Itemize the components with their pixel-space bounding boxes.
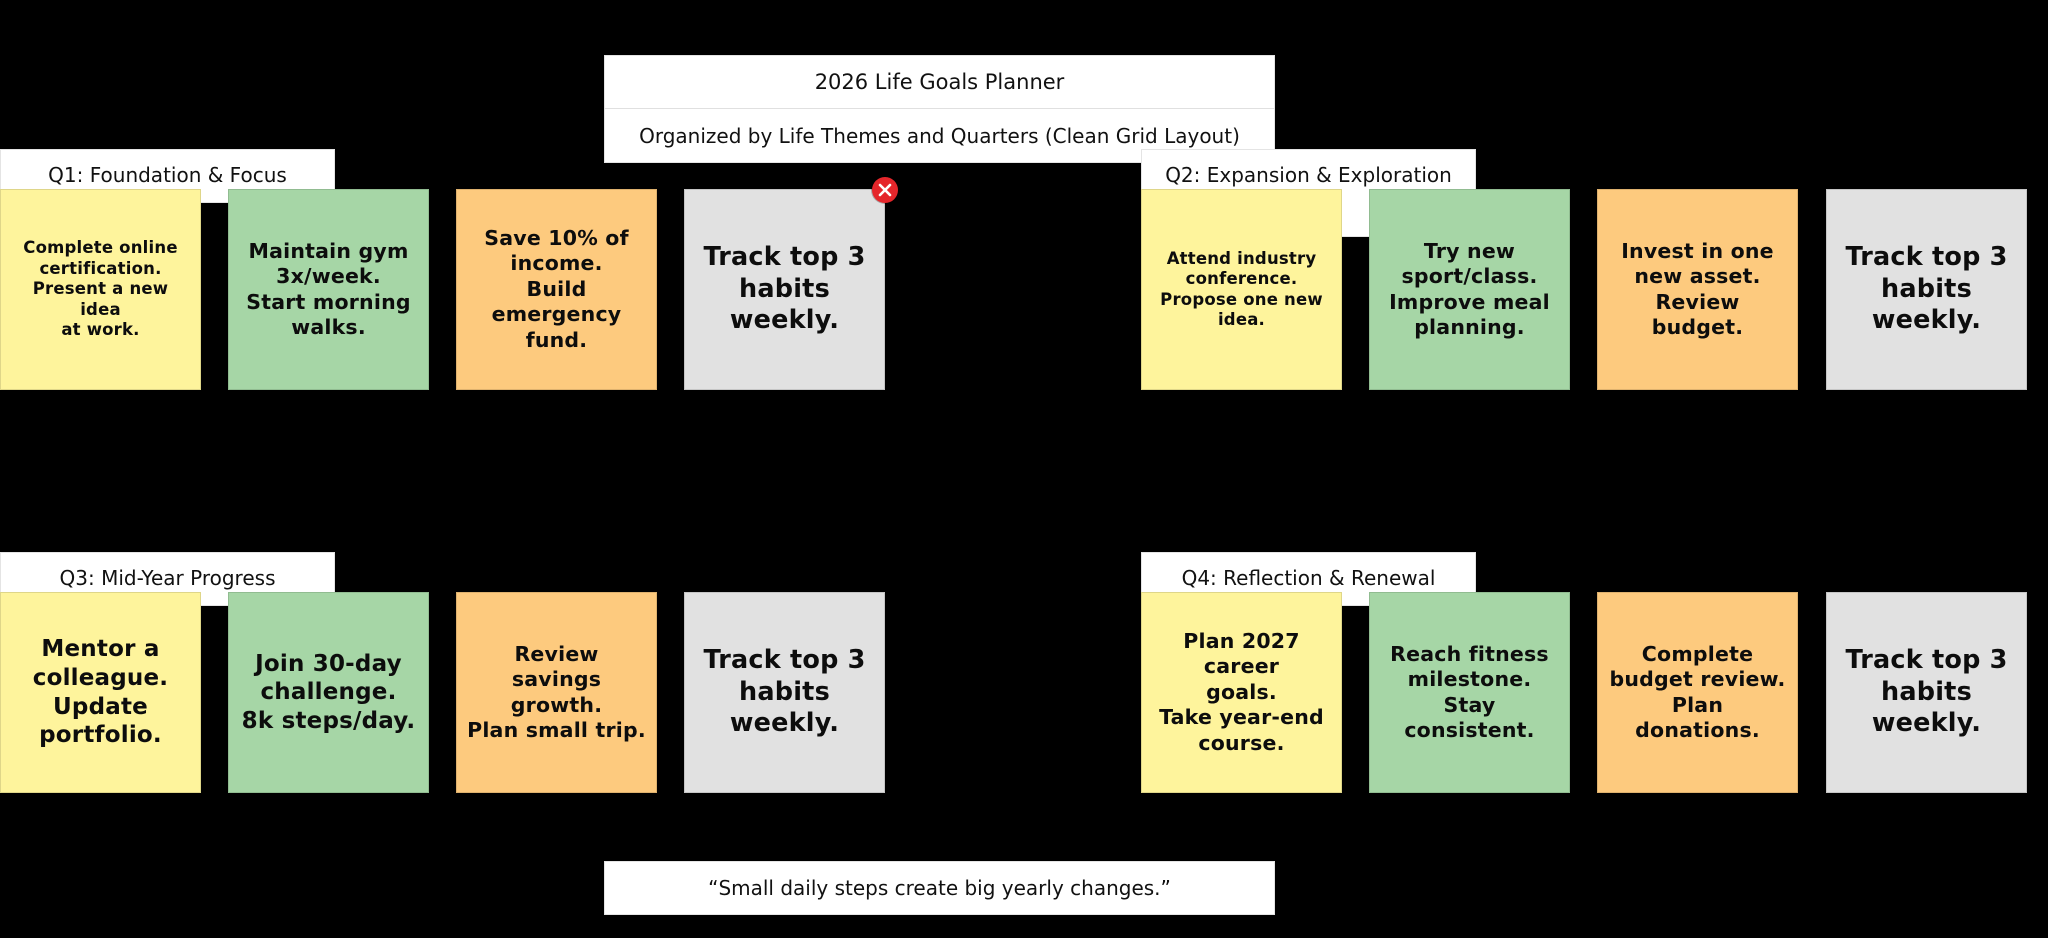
- sticky-note-text: Maintain gym 3x/week. Start morning walk…: [246, 238, 411, 339]
- board-title: 2026 Life Goals Planner: [604, 55, 1275, 109]
- sticky-note-text: Reach fitness milestone. Stay consistent…: [1390, 641, 1549, 742]
- sticky-note[interactable]: Track top 3 habits weekly.: [1826, 189, 2027, 390]
- board-subtitle: Organized by Life Themes and Quarters (C…: [604, 109, 1275, 163]
- close-icon-glyph: [878, 183, 892, 197]
- sticky-note-text: Mentor a colleague. Update portfolio.: [32, 636, 169, 749]
- sticky-note-text: Complete online certification. Present a…: [23, 238, 178, 340]
- sticky-note[interactable]: Track top 3 habits weekly.: [684, 592, 885, 793]
- sticky-note[interactable]: Join 30-day challenge. 8k steps/day.: [228, 592, 429, 793]
- sticky-note-text: Complete budget review. Plan donations.: [1609, 641, 1786, 742]
- sticky-note-text: Try new sport/class. Improve meal planni…: [1389, 238, 1550, 339]
- sticky-note-text: Invest in one new asset. Review budget.: [1621, 238, 1774, 339]
- sticky-note[interactable]: Save 10% of income. Build emergency fund…: [456, 189, 657, 390]
- sticky-note-text: Review savings growth. Plan small trip.: [467, 641, 646, 742]
- sticky-note[interactable]: Attend industry conference. Propose one …: [1141, 189, 1342, 390]
- sticky-note[interactable]: Invest in one new asset. Review budget.: [1597, 189, 1798, 390]
- sticky-note[interactable]: Complete budget review. Plan donations.: [1597, 592, 1798, 793]
- sticky-note[interactable]: Reach fitness milestone. Stay consistent…: [1369, 592, 1570, 793]
- sticky-note[interactable]: Plan 2027 career goals. Take year-end co…: [1141, 592, 1342, 793]
- sticky-note[interactable]: Track top 3 habits weekly.: [1826, 592, 2027, 793]
- sticky-note-text: Plan 2027 career goals. Take year-end co…: [1159, 628, 1324, 755]
- sticky-note[interactable]: Review savings growth. Plan small trip.: [456, 592, 657, 793]
- sticky-note[interactable]: Track top 3 habits weekly.: [684, 189, 885, 390]
- close-icon[interactable]: [872, 177, 898, 203]
- sticky-note[interactable]: Mentor a colleague. Update portfolio.: [0, 592, 201, 793]
- sticky-note[interactable]: Try new sport/class. Improve meal planni…: [1369, 189, 1570, 390]
- sticky-note-text: Save 10% of income. Build emergency fund…: [484, 225, 629, 352]
- sticky-note-text: Join 30-day challenge. 8k steps/day.: [241, 650, 416, 734]
- sticky-note-text: Attend industry conference. Propose one …: [1160, 248, 1323, 329]
- sticky-note[interactable]: Maintain gym 3x/week. Start morning walk…: [228, 189, 429, 390]
- sticky-note-text: Track top 3 habits weekly.: [703, 242, 866, 336]
- sticky-note-text: Track top 3 habits weekly.: [1845, 242, 2008, 336]
- sticky-note[interactable]: Complete online certification. Present a…: [0, 189, 201, 390]
- sticky-note-text: Track top 3 habits weekly.: [1845, 645, 2008, 739]
- sticky-note-text: Track top 3 habits weekly.: [703, 645, 866, 739]
- footer-quote: “Small daily steps create big yearly cha…: [604, 861, 1275, 915]
